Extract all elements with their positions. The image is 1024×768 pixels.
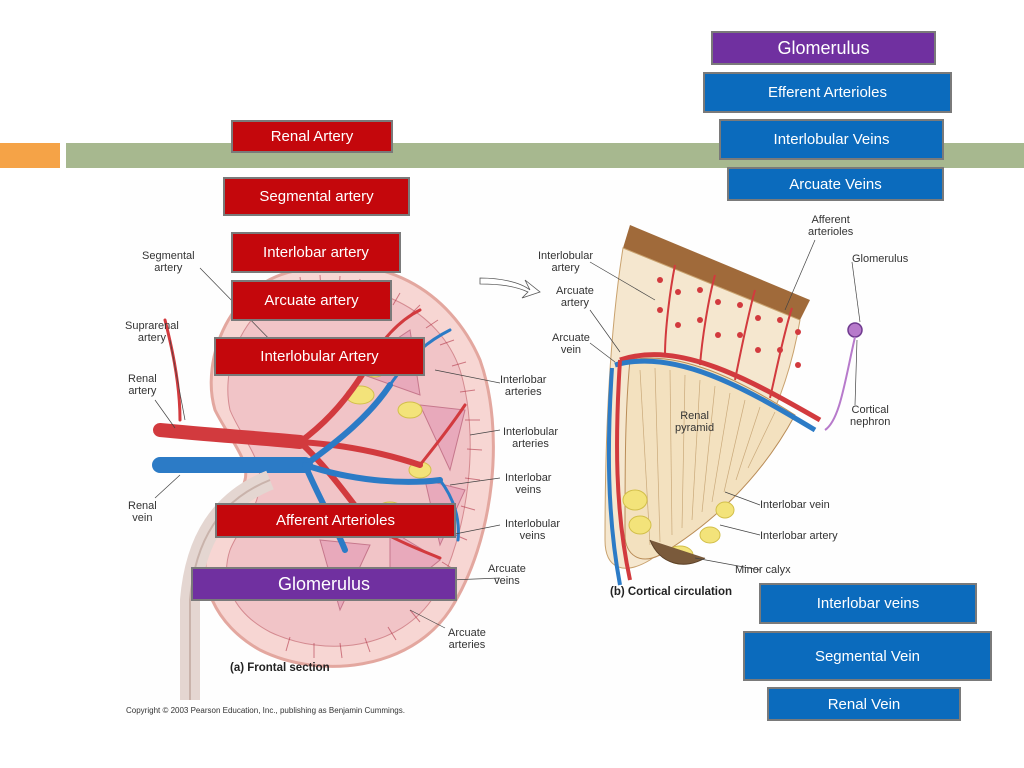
label-renal-vein: Renal vein	[128, 500, 157, 524]
label-interlobar-arteries: Interlobar arteries	[500, 374, 547, 398]
box-interlobar-veins: Interlobar veins	[759, 583, 977, 624]
box-segmental-artery: Segmental artery	[223, 177, 410, 216]
caption-cortical-circulation: (b) Cortical circulation	[610, 586, 733, 598]
label-minor-calyx: Minor calyx	[735, 564, 791, 576]
accent-bar-orange	[0, 143, 60, 168]
label-arcuate-veins: Arcuate veins	[488, 563, 526, 587]
label-arcuate-artery: Arcuate artery	[556, 285, 594, 309]
label-afferent-arterioles: Afferent arterioles	[808, 214, 854, 238]
box-interlobular-artery: Interlobular Artery	[214, 337, 425, 376]
box-glomerulus-left: Glomerulus	[191, 567, 457, 601]
label-suprarenal-artery: Suprarenal artery	[125, 320, 179, 344]
label-renal-artery: Renal artery	[128, 373, 157, 397]
label-interlobar-vein: Interlobar vein	[760, 499, 830, 511]
label-arcuate-vein: Arcuate vein	[552, 332, 590, 356]
box-glomerulus-top: Glomerulus	[711, 31, 936, 65]
label-interlobar-veins: Interlobar veins	[505, 472, 552, 496]
box-renal-artery: Renal Artery	[231, 120, 393, 153]
label-glomerulus: Glomerulus	[852, 253, 909, 265]
box-interlobar-artery: Interlobar artery	[231, 232, 401, 273]
label-interlobular-arteries: Interlobular arteries	[503, 426, 559, 450]
label-interlobular-artery: Interlobular artery	[538, 250, 594, 274]
box-segmental-vein: Segmental Vein	[743, 631, 992, 681]
box-renal-vein: Renal Vein	[767, 687, 961, 721]
label-segmental-artery: Segmental artery	[142, 250, 195, 274]
label-arcuate-arteries: Arcuate arteries	[448, 627, 486, 651]
cortical-circulation-section	[479, 225, 863, 586]
label-cortical-nephron: Cortical nephron	[850, 404, 891, 428]
box-efferent-arterioles: Efferent Arterioles	[703, 72, 952, 113]
box-interlobular-veins: Interlobular Veins	[719, 119, 944, 160]
caption-frontal-section: (a) Frontal section	[230, 662, 330, 674]
copyright-notice: Copyright © 2003 Pearson Education, Inc.…	[126, 706, 405, 715]
label-interlobular-veins: Interlobular veins	[505, 518, 561, 542]
label-interlobar-artery: Interlobar artery	[760, 530, 838, 542]
label-renal-pyramid: Renal pyramid	[675, 410, 715, 434]
box-arcuate-veins: Arcuate Veins	[727, 167, 944, 201]
box-afferent-arterioles: Afferent Arterioles	[215, 503, 456, 538]
box-arcuate-artery: Arcuate artery	[231, 280, 392, 321]
